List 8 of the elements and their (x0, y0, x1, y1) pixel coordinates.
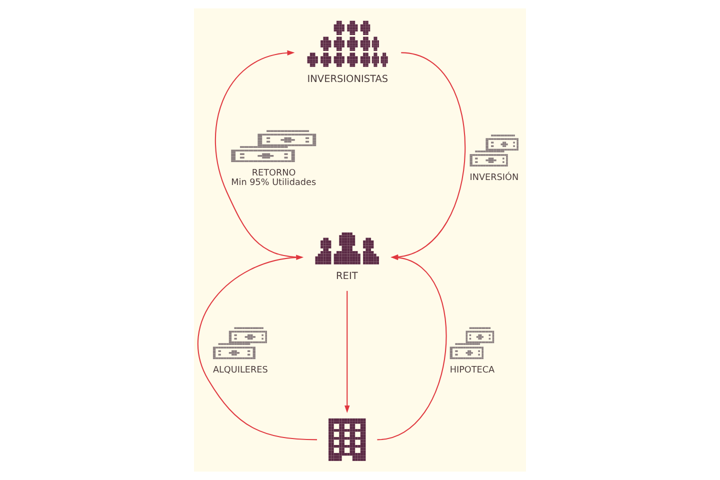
edge-label: RETORNO Min 95% Utilidades (231, 168, 316, 188)
edge-label: HIPOTECA (450, 365, 495, 376)
edge-label: ALQUILERES (212, 365, 268, 376)
arrow (344, 290, 350, 413)
node-text: INVERSIONISTAS (307, 74, 388, 85)
arrow (198, 254, 318, 440)
node-text: REIT (336, 271, 358, 282)
edge-label: INVERSIÓN (470, 172, 519, 183)
